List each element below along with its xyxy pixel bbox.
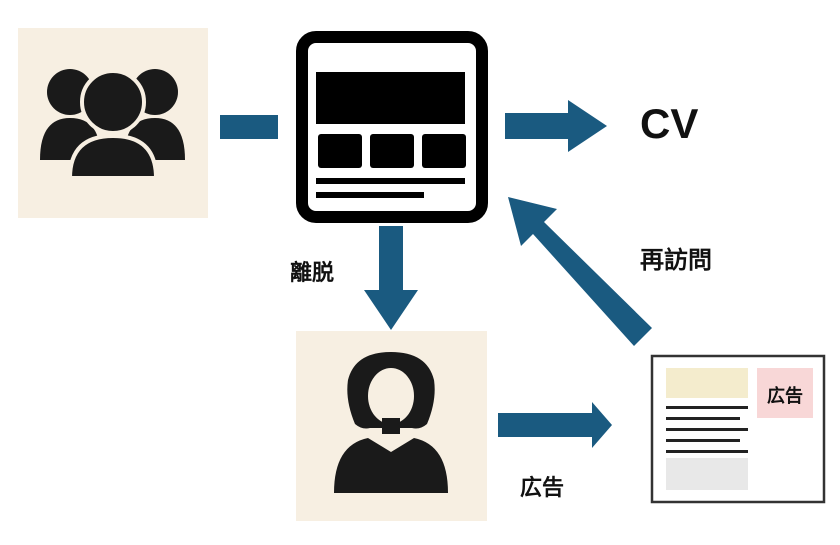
- connector-line: [220, 115, 278, 139]
- arrow-to-ad: [498, 402, 612, 448]
- arrow-revisit: [508, 197, 652, 346]
- webpage-icon: [296, 31, 488, 223]
- ad-badge: [757, 368, 813, 418]
- arrow-leave-down: [364, 226, 418, 330]
- ad-page-icon: [650, 354, 826, 504]
- leave-label: 離脱: [290, 261, 335, 286]
- arrow-to-cv: [505, 100, 607, 152]
- single-user-icon: [296, 331, 487, 521]
- ad-badge-label: 広告: [767, 386, 803, 407]
- revisit-label: 再訪問: [640, 246, 712, 274]
- cv-label: CV: [640, 100, 699, 147]
- ad-label: 広告: [520, 476, 565, 501]
- group-of-users-icon: [18, 28, 208, 218]
